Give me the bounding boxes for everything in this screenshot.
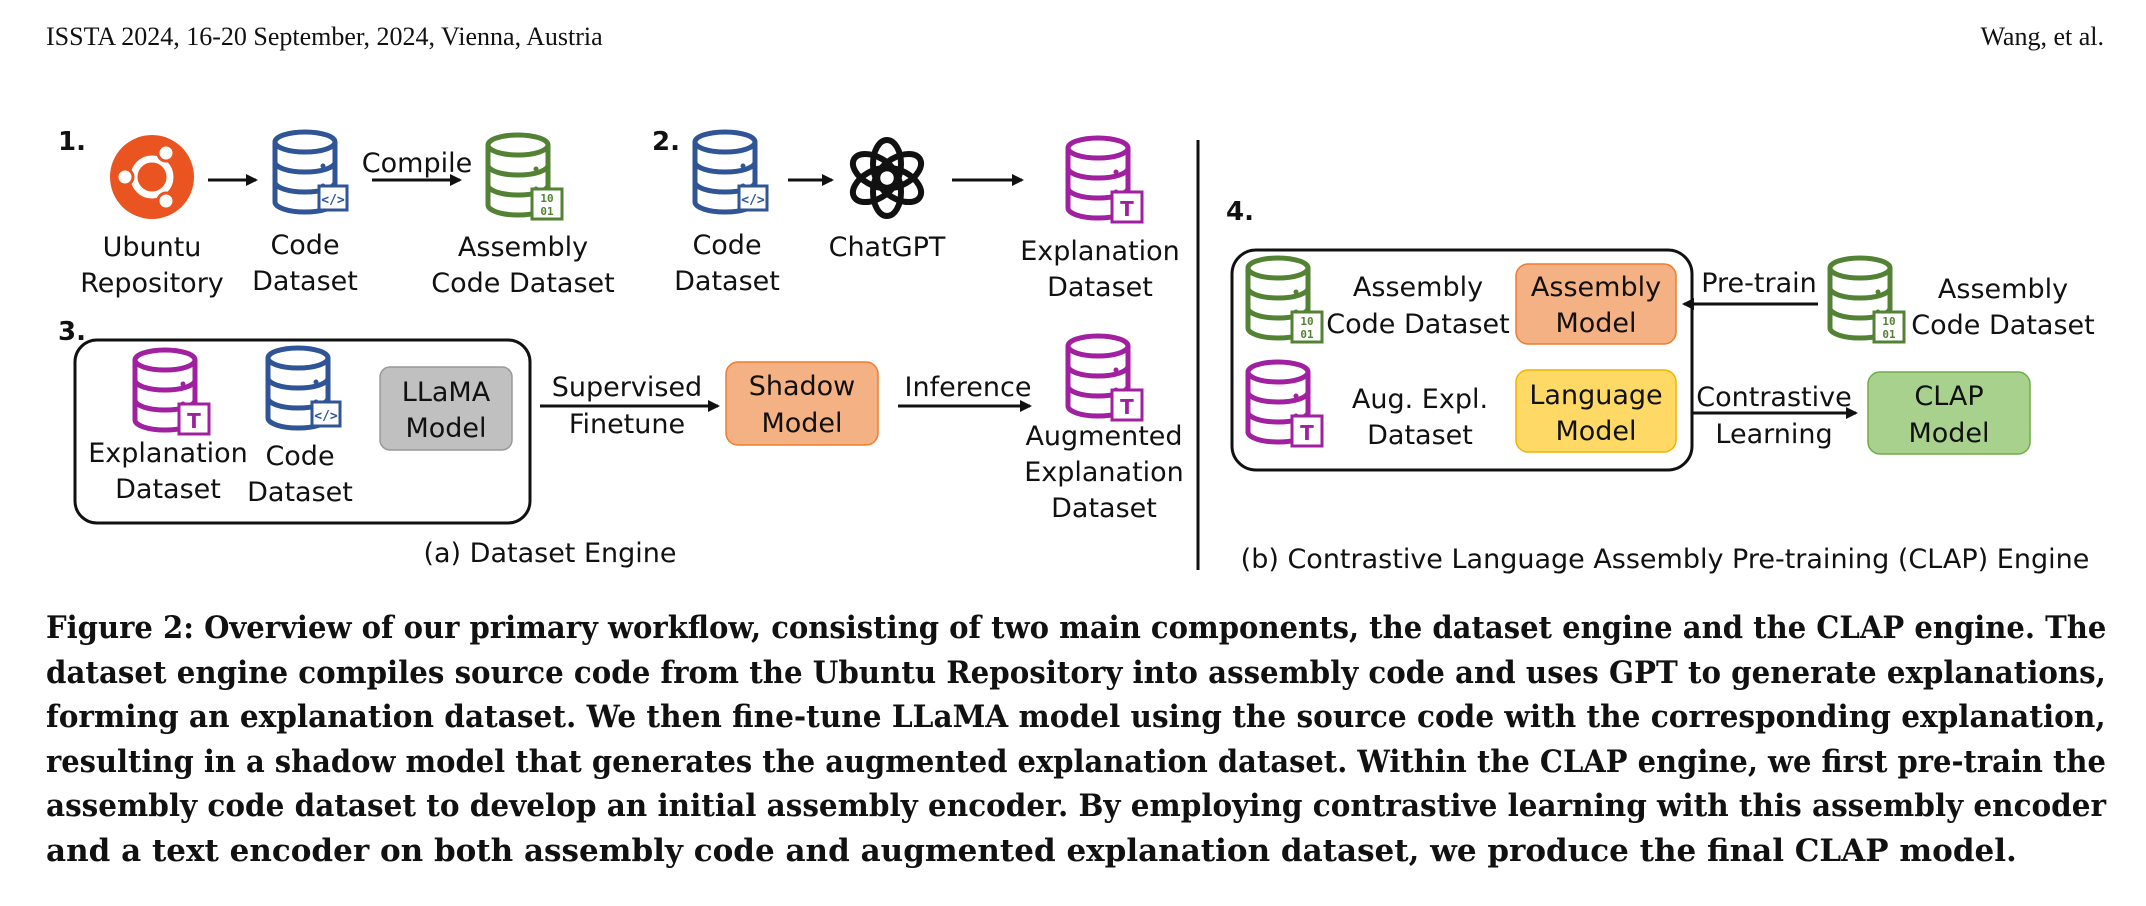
assembly-model-label-2: Model — [1555, 308, 1636, 339]
assembly-dataset-label-1: Assembly — [458, 232, 588, 263]
svg-text:01: 01 — [1300, 328, 1314, 341]
code-dataset-label-1: Code — [270, 230, 339, 261]
workflow-figure: 1. Ubuntu Repository </> Code Dataset Co… — [58, 127, 2095, 575]
shadow-model-box — [725, 361, 879, 446]
explanation-dataset-icon: T — [1248, 362, 1324, 448]
svg-text:10: 10 — [1300, 315, 1313, 328]
clap-model-box — [1867, 371, 2031, 455]
assembly-input-label-1: Assembly — [1353, 272, 1483, 303]
caption-line: dataset engine compiles source code from… — [46, 654, 2106, 691]
language-model-label-1: Language — [1529, 380, 1662, 411]
inference-label: Inference — [905, 372, 1032, 403]
language-model-label-2: Model — [1555, 416, 1636, 447]
augmented-label-3: Dataset — [1051, 493, 1157, 524]
finetune-label-1: Supervised — [552, 372, 702, 403]
contrastive-label-2: Learning — [1715, 419, 1832, 450]
clap-encoder-box — [1230, 248, 1694, 472]
svg-text:10: 10 — [540, 192, 553, 205]
augmented-label-2: Explanation — [1024, 457, 1184, 488]
assembly-source-label-2: Code Dataset — [1911, 310, 2094, 341]
explanation-dataset-label-1: Explanation — [88, 438, 248, 469]
assembly-model-box — [1515, 263, 1677, 345]
assembly-source-label-1: Assembly — [1938, 274, 2068, 305]
code-dataset-label-2: Dataset — [247, 477, 353, 508]
svg-text:T: T — [1120, 395, 1134, 419]
svg-text:</>: </> — [321, 193, 345, 208]
svg-text:</>: </> — [314, 409, 338, 424]
aug-expl-label-2: Dataset — [1367, 420, 1473, 451]
clap-model-label-1: CLAP — [1914, 381, 1983, 412]
code-dataset-label-2: Dataset — [252, 266, 358, 297]
finetune-label-2: Finetune — [569, 409, 685, 440]
llama-label-1: LLaMA — [402, 377, 491, 408]
svg-text:T: T — [1120, 197, 1134, 221]
llama-label-2: Model — [405, 413, 486, 444]
explanation-dataset-label-2: Dataset — [115, 474, 221, 505]
compile-label: Compile — [362, 148, 472, 179]
svg-text:T: T — [187, 409, 201, 433]
augmented-label-1: Augmented — [1025, 421, 1182, 452]
contrastive-label-1: Contrastive — [1696, 382, 1851, 413]
ubuntu-label-1: Ubuntu — [103, 232, 202, 263]
svg-text:01: 01 — [1882, 328, 1896, 341]
chatgpt-label: ChatGPT — [829, 232, 946, 263]
assembly-dataset-icon: 10 01 — [1248, 258, 1324, 344]
caption-line: and a text encoder on both assembly code… — [46, 832, 2017, 869]
shadow-label-1: Shadow — [749, 371, 856, 402]
pretrain-label: Pre-train — [1701, 268, 1817, 299]
code-dataset-label-2: Dataset — [674, 266, 780, 297]
caption-line: resulting in a shadow model that generat… — [46, 743, 2106, 780]
chatgpt-logo-icon — [849, 137, 925, 219]
svg-text:01: 01 — [540, 205, 554, 218]
step-number: 1. — [58, 127, 86, 157]
explanation-dataset-label-1: Explanation — [1020, 236, 1180, 267]
training-data-box — [73, 338, 532, 525]
explanation-dataset-label-2: Dataset — [1047, 272, 1153, 303]
code-dataset-icon: </> — [268, 348, 342, 428]
language-model-box — [1515, 369, 1677, 453]
step-number: 3. — [58, 317, 86, 347]
caption-line: Figure 2: Overview of our primary workfl… — [46, 610, 2107, 646]
llama-model-box — [379, 366, 513, 451]
assembly-model-label-1: Assembly — [1531, 272, 1661, 303]
assembly-dataset-icon: 10 01 — [488, 135, 564, 221]
ubuntu-label-2: Repository — [80, 268, 224, 299]
figure-caption: Figure 2: Overview of our primary workfl… — [46, 606, 2106, 873]
shadow-label-2: Model — [761, 408, 842, 439]
assembly-dataset-icon: 10 01 — [1830, 258, 1906, 344]
assembly-dataset-label-2: Code Dataset — [431, 268, 614, 299]
clap-model-label-2: Model — [1908, 418, 1989, 449]
assembly-input-label-2: Code Dataset — [1326, 309, 1509, 340]
svg-text:10: 10 — [1882, 315, 1895, 328]
step-number: 2. — [652, 127, 680, 157]
caption-line: forming an explanation dataset. We then … — [46, 699, 2106, 735]
subfigure-caption-b: (b) Contrastive Language Assembly Pre-tr… — [1241, 544, 2090, 575]
code-dataset-icon: </> — [695, 132, 769, 212]
svg-text:T: T — [1300, 421, 1314, 445]
code-dataset-label-1: Code — [692, 230, 761, 261]
subfigure-caption-a: (a) Dataset Engine — [423, 538, 676, 569]
code-dataset-label-1: Code — [265, 441, 334, 472]
step-number: 4. — [1226, 197, 1254, 227]
running-header-left: ISSTA 2024, 16-20 September, 2024, Vienn… — [46, 22, 603, 51]
svg-text:</>: </> — [741, 193, 765, 208]
explanation-dataset-icon: T — [135, 350, 211, 436]
aug-expl-label-1: Aug. Expl. — [1352, 384, 1488, 415]
running-header-right: Wang, et al. — [1980, 22, 2104, 51]
ubuntu-icon — [110, 135, 194, 219]
code-dataset-icon: </> — [275, 132, 349, 212]
explanation-dataset-icon: T — [1068, 138, 1144, 224]
caption-line: assembly code dataset to develop an init… — [46, 788, 2107, 824]
augmented-dataset-icon: T — [1068, 336, 1144, 422]
